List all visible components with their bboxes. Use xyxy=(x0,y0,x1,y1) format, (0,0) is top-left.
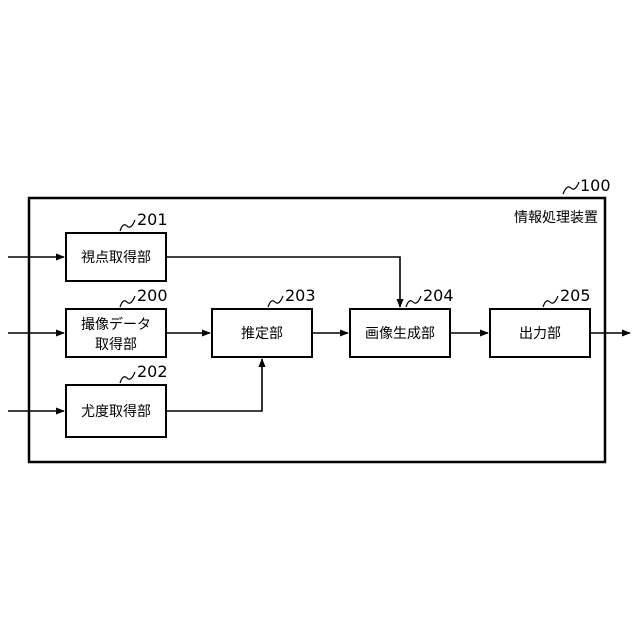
estimation-ref-leader xyxy=(268,296,283,307)
arrow-likelihood-to-estimation xyxy=(166,359,262,411)
imaging-ref-leader xyxy=(120,296,135,307)
arrow-viewpoint-to-generation xyxy=(166,257,400,307)
generation-label: 画像生成部 xyxy=(365,326,435,342)
device-label: 情報処理装置 xyxy=(514,210,598,226)
viewpoint-label: 視点取得部 xyxy=(81,249,151,266)
estimation-ref: 203 xyxy=(285,286,316,305)
output-ref-leader xyxy=(543,296,558,307)
likelihood-ref-leader xyxy=(120,372,135,383)
output-label: 出力部 xyxy=(519,326,561,342)
output-ref: 205 xyxy=(560,286,591,305)
generation-ref-leader xyxy=(406,296,421,307)
viewpoint-ref: 201 xyxy=(137,210,168,229)
imaging-label-line1: 撮像データ xyxy=(81,316,151,333)
device-ref: 100 xyxy=(580,176,611,195)
viewpoint-ref-leader xyxy=(120,220,135,231)
estimation-label: 推定部 xyxy=(241,326,283,342)
imaging-ref: 200 xyxy=(137,286,168,305)
imaging-label-line2: 取得部 xyxy=(95,336,137,353)
device-ref-leader xyxy=(563,182,579,194)
generation-ref: 204 xyxy=(423,286,454,305)
likelihood-ref: 202 xyxy=(137,362,168,381)
likelihood-label: 尤度取得部 xyxy=(81,403,151,420)
